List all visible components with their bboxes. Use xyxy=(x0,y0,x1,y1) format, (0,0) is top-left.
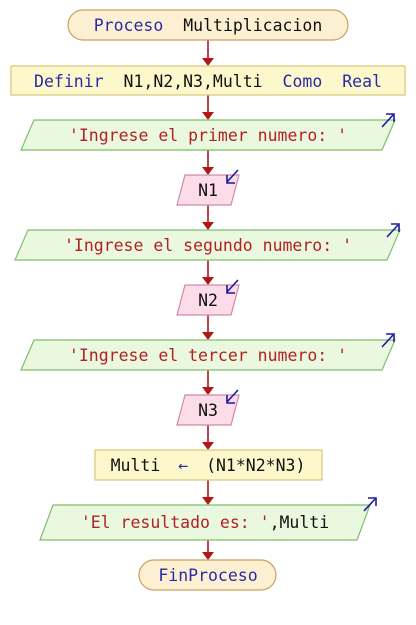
arrowhead-2 xyxy=(202,112,214,120)
output-step-1-label: 'Ingrese el primer numero: ' xyxy=(69,126,347,145)
define-process-label: Definir N1,N2,N3,Multi Como Real xyxy=(34,72,382,91)
output-step-2-label: 'Ingrese el segundo numero: ' xyxy=(64,236,352,255)
start-process-name: Multiplicacion xyxy=(183,16,322,35)
define-process-shape xyxy=(10,65,406,96)
input-step-2-shape xyxy=(176,284,240,316)
input-step-2[interactable]: N2 xyxy=(176,279,240,316)
arrowhead-10 xyxy=(202,552,214,560)
output-step-4-shape xyxy=(39,504,371,541)
input-step-1[interactable]: N1 xyxy=(176,169,240,206)
start-keyword: Proceso xyxy=(94,16,164,35)
input-arrow-icon xyxy=(226,279,239,294)
output-step-2[interactable]: 'Ingrese el segundo numero: ' xyxy=(14,223,401,261)
input-arrow-icon xyxy=(226,169,239,184)
output-step-1[interactable]: 'Ingrese el primer numero: ' xyxy=(20,113,396,151)
end-terminal[interactable]: FinProceso xyxy=(138,559,277,591)
output-arrow-icon xyxy=(386,223,400,238)
start-terminal-shape xyxy=(67,9,349,41)
arrowhead-6 xyxy=(202,332,214,340)
assign-process-label: Multi ← (N1*N2*N3) xyxy=(111,456,306,475)
end-terminal-shape xyxy=(138,559,277,591)
input-step-2-label: N2 xyxy=(198,291,218,310)
start-terminal-label: Proceso Multiplicacion xyxy=(94,16,323,35)
output-step-4-variable: ,Multi xyxy=(270,513,330,532)
arrowhead-3 xyxy=(202,167,214,175)
define-type: Real xyxy=(342,72,382,91)
output-arrow-icon xyxy=(363,497,377,512)
output-arrow-icon xyxy=(381,333,395,348)
input-step-3-shape xyxy=(176,394,240,426)
arrowhead-5 xyxy=(202,277,214,285)
assign-target: Multi xyxy=(111,456,161,475)
assign-expression: (N1*N2*N3) xyxy=(206,456,305,475)
arrowhead-9 xyxy=(202,497,214,505)
end-terminal-label: FinProceso xyxy=(158,566,257,585)
assign-process-shape xyxy=(94,449,323,481)
arrowhead-8 xyxy=(202,442,214,450)
output-arrow-icon xyxy=(381,113,395,128)
flow-connectors xyxy=(202,40,214,560)
output-step-3[interactable]: 'Ingrese el tercer numero: ' xyxy=(20,333,396,371)
define-keyword: Definir xyxy=(34,72,104,91)
arrowhead-1 xyxy=(202,58,214,66)
output-step-4-label: 'El resultado es: ',Multi xyxy=(81,513,329,532)
input-arrow-icon xyxy=(226,389,239,404)
input-step-1-label: N1 xyxy=(198,181,218,200)
output-step-2-shape xyxy=(14,229,401,261)
output-step-4[interactable]: 'El resultado es: ',Multi xyxy=(39,497,377,541)
output-step-4-string: 'El resultado es: ' xyxy=(81,513,270,532)
define-como-keyword: Como xyxy=(283,72,323,91)
define-variables: N1,N2,N3,Multi xyxy=(124,72,263,91)
arrowhead-4 xyxy=(202,222,214,230)
assign-arrow-icon: ← xyxy=(178,456,188,475)
output-step-1-shape xyxy=(20,119,396,151)
output-step-3-shape xyxy=(20,339,396,371)
start-terminal[interactable]: Proceso Multiplicacion xyxy=(67,9,349,41)
input-step-3[interactable]: N3 xyxy=(176,389,240,426)
input-step-3-label: N3 xyxy=(198,401,218,420)
input-step-1-shape xyxy=(176,174,240,206)
assign-process[interactable]: Multi ← (N1*N2*N3) xyxy=(94,449,323,481)
output-step-3-label: 'Ingrese el tercer numero: ' xyxy=(69,346,347,365)
define-process[interactable]: Definir N1,N2,N3,Multi Como Real xyxy=(10,65,406,96)
arrowhead-7 xyxy=(202,387,214,395)
